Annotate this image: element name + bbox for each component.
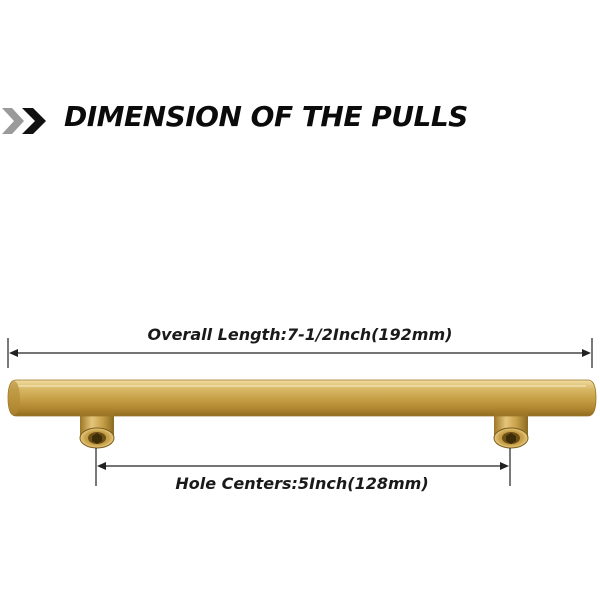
post-shadows bbox=[80, 410, 528, 416]
page-title: DIMENSION OF THE PULLS bbox=[64, 100, 468, 133]
overall-length-dimension bbox=[7, 338, 593, 368]
overall-length-label: Overall Length:7-1/2Inch(192mm) bbox=[147, 325, 453, 344]
pull-bar bbox=[7, 379, 597, 417]
heading: DIMENSION OF THE PULLS bbox=[0, 96, 600, 146]
hole-centers-label: Hole Centers:5Inch(128mm) bbox=[175, 474, 429, 493]
hole-centers-dimension bbox=[95, 448, 511, 486]
double-chevron-right-icon bbox=[2, 108, 46, 134]
